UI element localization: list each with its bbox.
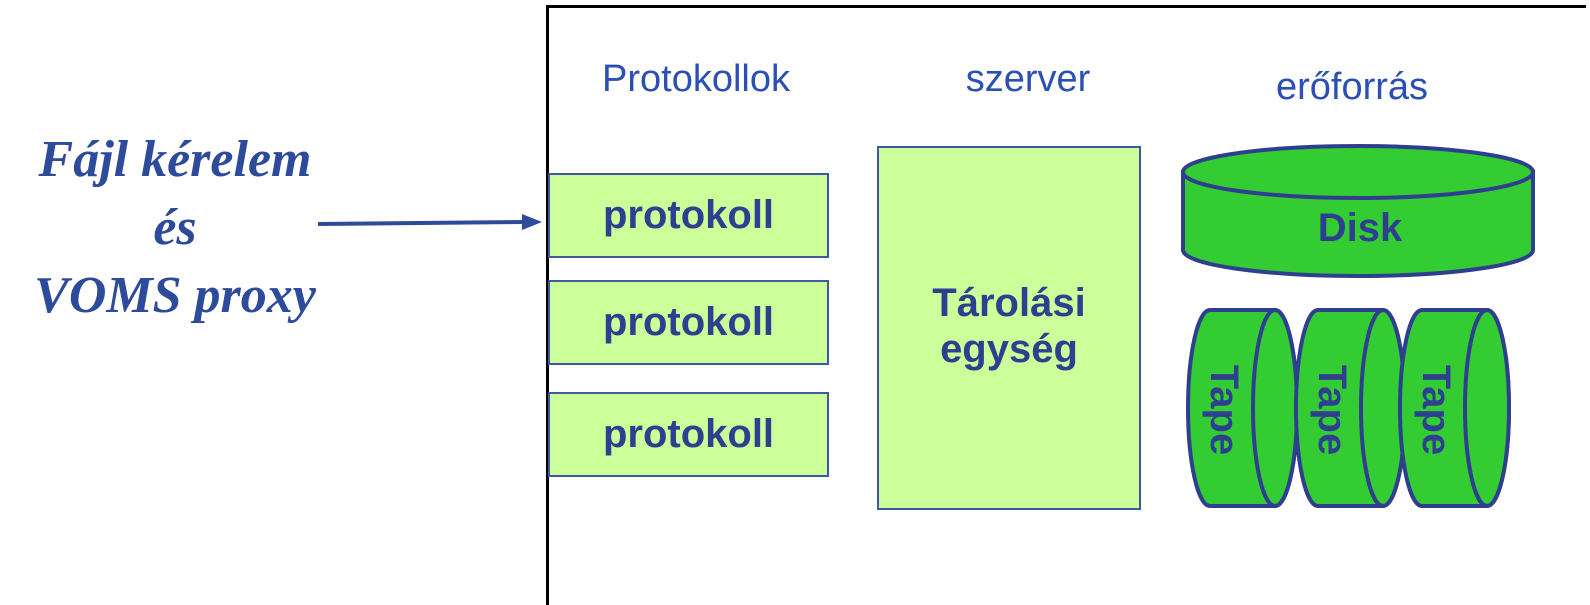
tape-cylinder-2 [1294,308,1407,508]
system-frame [546,5,1586,605]
tape-cylinder-3 [1398,308,1511,508]
storage-unit-label: Tárolási egység [877,280,1141,372]
arrow-shaft [317,220,527,226]
arrow-head [522,214,542,230]
tape-cylinder-1 [1186,308,1299,508]
header-server: szerver [965,58,1091,100]
disk-label: Disk [1317,206,1403,250]
tape-label-3: Tape [1414,364,1458,456]
tape-label-1: Tape [1202,364,1246,456]
storage-unit-line-2: egység [940,327,1078,371]
header-protocols: Protokollok [602,58,790,100]
storage-resources [1181,144,1535,508]
request-line-3: VOMS proxy [34,267,316,324]
protocol-box-2: protokoll [548,280,829,365]
request-line-1: Fájl kérelem [38,131,312,188]
request-arrow [317,214,542,230]
storage-unit-line-1: Tárolási [932,281,1086,325]
disk-cylinder [1181,144,1535,278]
storage-unit-box [877,146,1141,510]
request-line-2: és [153,199,197,256]
header-resource: erőforrás [1275,66,1429,108]
protocol-box-3: protokoll [548,392,829,477]
file-request-text: Fájl kérelem és VOMS proxy [0,126,350,330]
tape-label-2: Tape [1310,364,1354,456]
protocol-box-1: protokoll [548,173,829,258]
